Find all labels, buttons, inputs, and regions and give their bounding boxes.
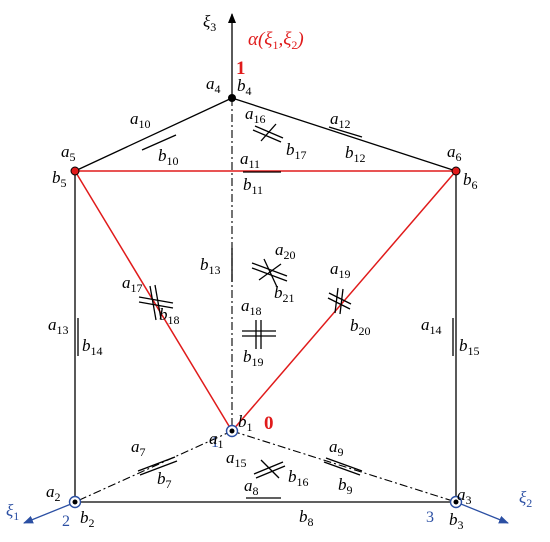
svg-text:a6: a6 [447, 142, 462, 164]
vertex-labels: a1 b1 a2 b2 a3 b3 a4 b4 a5 b5 a6 b6 a7 b… [46, 74, 480, 532]
svg-text:b12: b12 [345, 143, 366, 165]
svg-text:b20: b20 [350, 316, 371, 338]
svg-text:a18: a18 [241, 296, 262, 318]
svg-text:a4: a4 [206, 74, 221, 96]
xi3-label: ξ3 [203, 12, 216, 34]
vertex-number-1: 1 [236, 58, 246, 79]
svg-text:a1: a1 [209, 429, 224, 451]
svg-text:b7: b7 [157, 469, 172, 491]
xi1-axis [23, 501, 77, 524]
svg-text:a15: a15 [226, 448, 247, 470]
vertex-number-0: 0 [264, 413, 274, 434]
vertex-bottom-left [68, 495, 82, 509]
xi2-axis [455, 501, 509, 524]
svg-text:b10: b10 [158, 146, 179, 168]
vertex-number-1-blue: 1 [211, 434, 219, 451]
svg-text:a20: a20 [275, 240, 296, 262]
svg-text:a9: a9 [329, 437, 344, 459]
svg-text:b21: b21 [274, 283, 295, 305]
edge-center-right [231, 430, 457, 503]
svg-text:a11: a11 [240, 149, 260, 171]
svg-text:a19: a19 [330, 259, 351, 281]
edge-top-left [74, 97, 233, 172]
svg-text:a16: a16 [245, 104, 266, 126]
svg-text:a12: a12 [330, 109, 351, 131]
alpha-label: α(ξ1,ξ2) [248, 29, 304, 52]
vertex-top [228, 94, 236, 102]
svg-text:b4: b4 [237, 76, 252, 98]
svg-text:a7: a7 [131, 437, 146, 459]
svg-text:b1: b1 [238, 412, 253, 434]
edge-center-left [74, 430, 233, 503]
svg-text:b8: b8 [299, 507, 314, 529]
red-edge-left [74, 170, 233, 432]
svg-text:b16: b16 [288, 467, 309, 489]
svg-text:b17: b17 [286, 140, 307, 162]
svg-text:b2: b2 [80, 508, 95, 530]
svg-text:b19: b19 [243, 347, 264, 369]
svg-text:a3: a3 [457, 485, 472, 507]
svg-text:b13: b13 [200, 255, 221, 277]
vertex-left [70, 166, 80, 176]
svg-text:b14: b14 [82, 336, 103, 358]
svg-text:b3: b3 [449, 510, 464, 532]
vertex-right [451, 166, 461, 176]
vertex-center [225, 424, 239, 438]
svg-text:a17: a17 [122, 273, 143, 295]
svg-text:a14: a14 [421, 315, 442, 337]
svg-text:b5: b5 [52, 168, 67, 190]
svg-text:a10: a10 [130, 109, 151, 131]
svg-text:b6: b6 [463, 170, 478, 192]
svg-text:a8: a8 [244, 476, 259, 498]
svg-text:a5: a5 [61, 142, 76, 164]
svg-text:a2: a2 [46, 482, 61, 504]
vertex-bottom-right [449, 495, 463, 509]
xi1-label: ξ1 [6, 501, 19, 523]
svg-text:b15: b15 [459, 336, 480, 358]
edge-top-right [231, 97, 457, 172]
vertex-number-2: 2 [62, 513, 70, 530]
svg-text:b11: b11 [243, 175, 263, 197]
vertex-number-3: 3 [426, 509, 434, 526]
tick-marks [77, 123, 454, 499]
svg-text:b18: b18 [159, 305, 180, 327]
svg-text:a13: a13 [48, 315, 69, 337]
svg-text:b9: b9 [338, 475, 353, 497]
xi2-label: ξ2 [519, 488, 532, 510]
